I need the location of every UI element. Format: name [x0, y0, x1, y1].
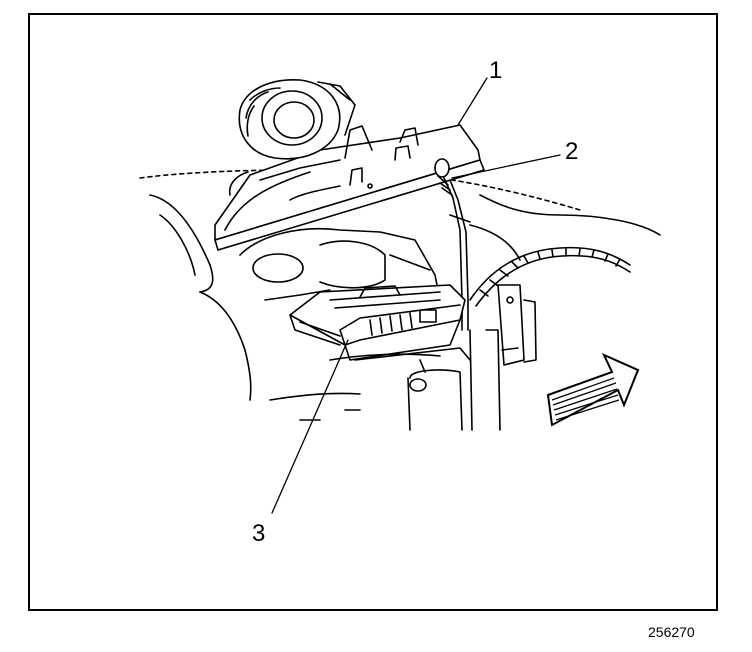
callout-2: 2	[565, 138, 579, 165]
figure-number: 256270	[648, 624, 695, 640]
air-cleaner-tray	[239, 227, 441, 301]
callout-3: 3	[252, 520, 266, 547]
wiring-harness	[469, 246, 631, 307]
intake-duct	[238, 79, 356, 160]
callout-1: 1	[489, 57, 503, 84]
lower-engine-components	[354, 347, 471, 431]
mounting-bracket	[469, 284, 537, 431]
direction-arrow	[546, 353, 640, 427]
air-cleaner-housing	[214, 124, 485, 251]
callout-leader-lines	[271, 77, 561, 514]
engine-control-module	[289, 284, 466, 361]
